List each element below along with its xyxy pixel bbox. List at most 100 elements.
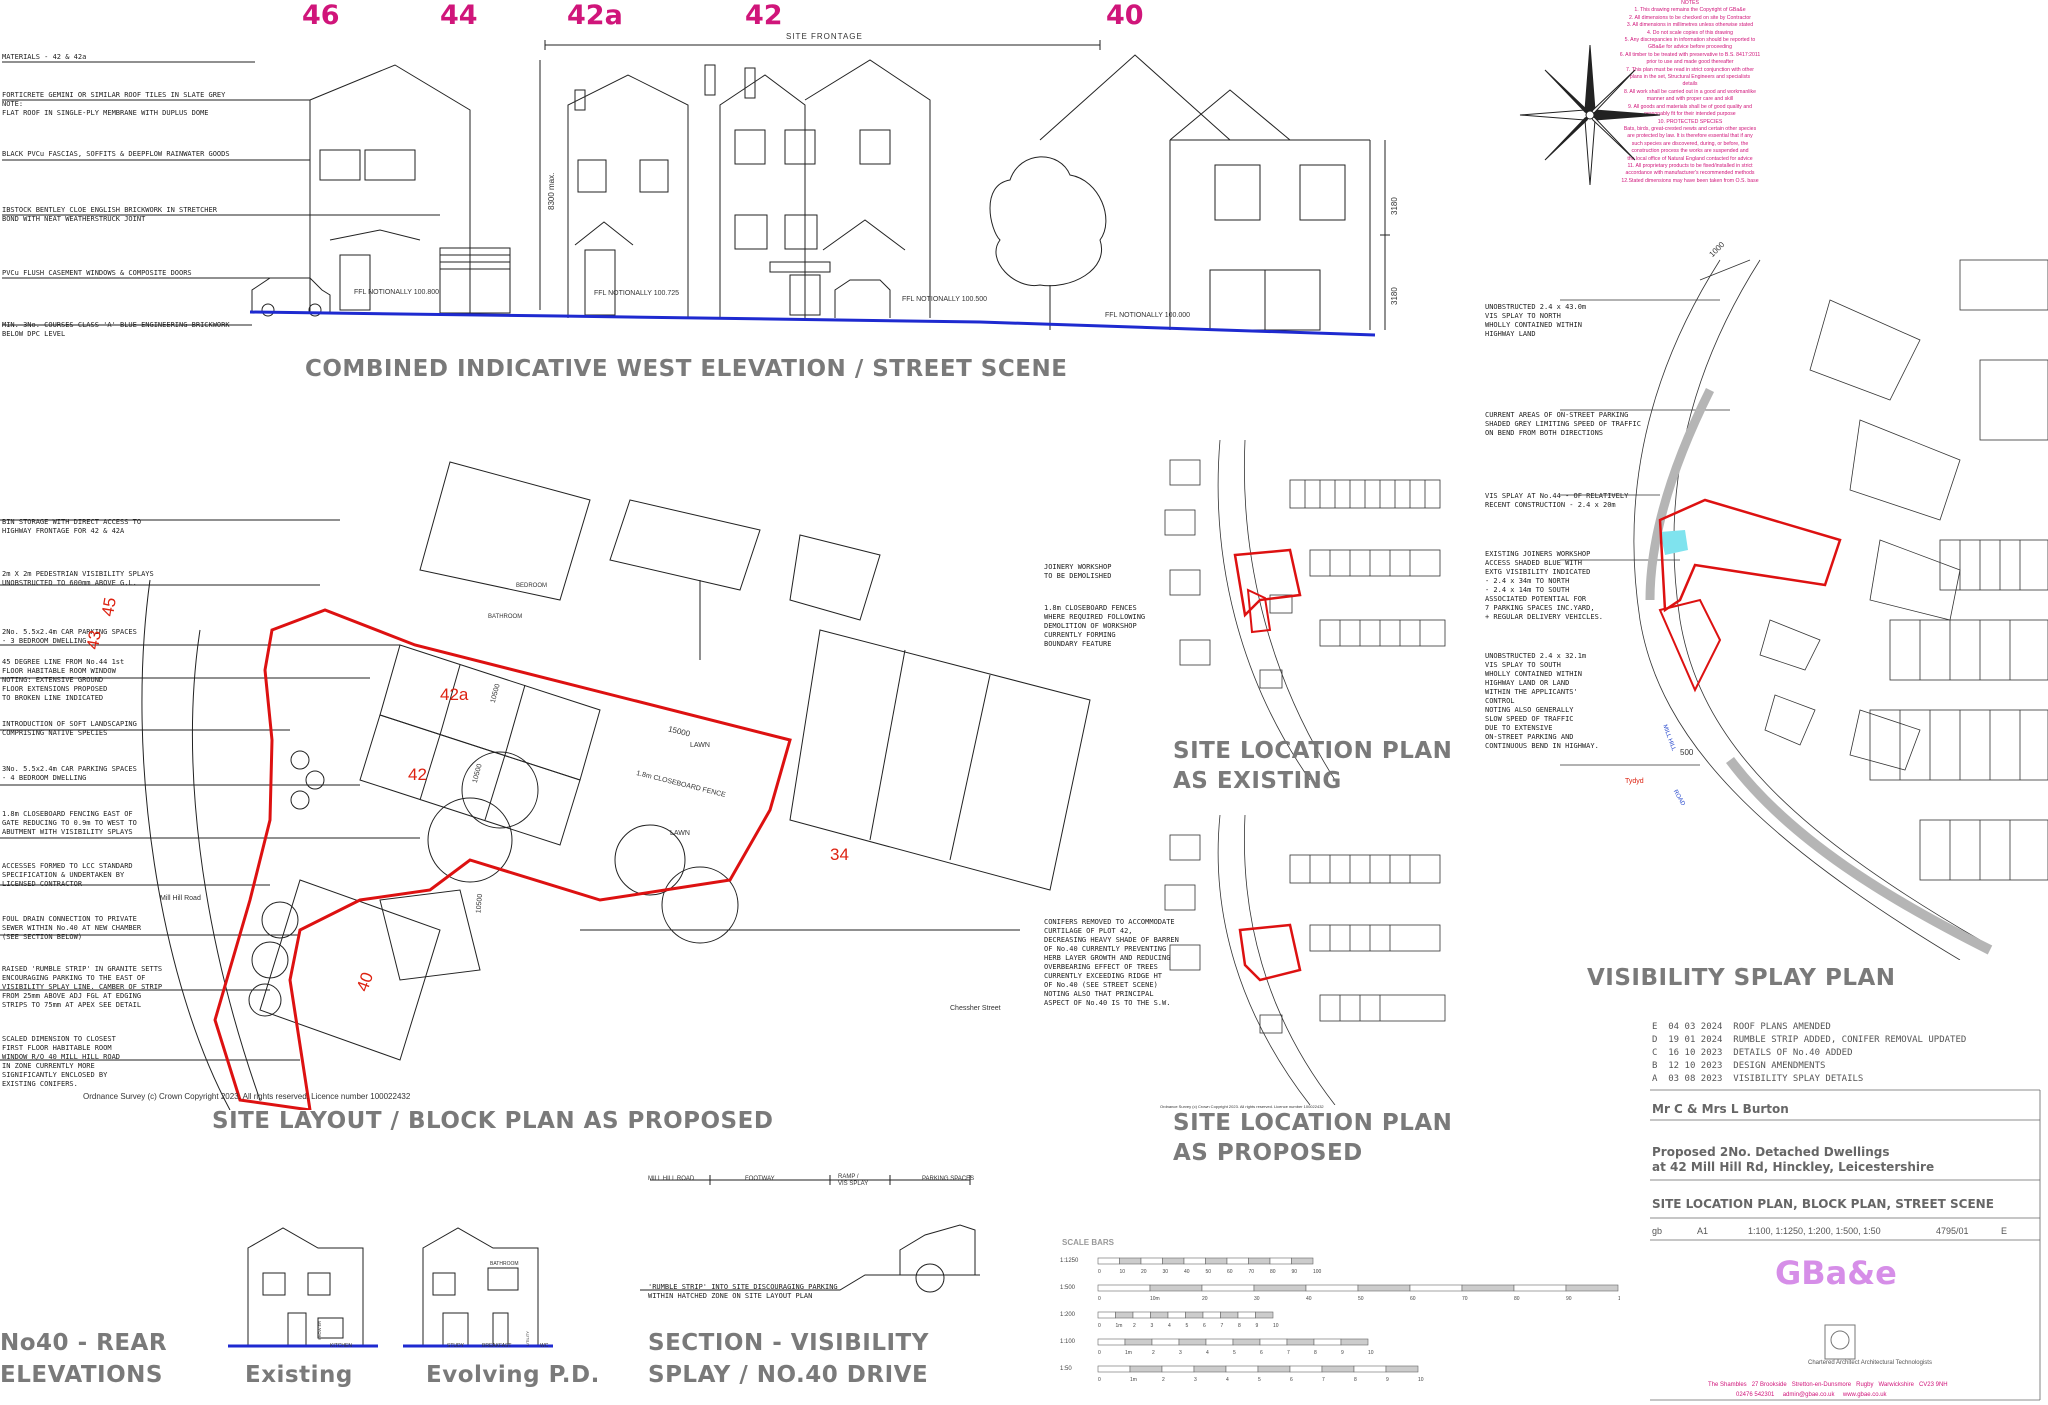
rear-existing-label: Existing bbox=[245, 1362, 353, 1388]
scale-bar-segment bbox=[1097, 1338, 1126, 1346]
location-existing-title-2: AS EXISTING bbox=[1173, 768, 1342, 794]
scale-bar-segment bbox=[1185, 1311, 1204, 1319]
dim-right-top: 3180 bbox=[1390, 197, 1399, 215]
visibility-plan-title: VISIBILITY SPLAY PLAN bbox=[1587, 965, 1896, 991]
proposed-note-conifers: CONIFERS REMOVED TO ACCOMMODATE CURTILAG… bbox=[1044, 918, 1179, 1007]
bathroom-label: BATHROOM bbox=[488, 614, 523, 620]
existing-note-joinery: JOINERY WORKSHOP TO BE DEMOLISHED bbox=[1044, 563, 1112, 580]
section-label-footway: FOOTWAY bbox=[745, 1176, 775, 1182]
block-note-bin-storage: BIN STORAGE WITH DIRECT ACCESS TO HIGHWA… bbox=[2, 518, 142, 535]
scale-bar-tick: 5 bbox=[1186, 1323, 1189, 1329]
mill-hill-road-label: Mill Hill Road bbox=[160, 895, 201, 902]
block-note-parking-4bed: 3No. 5.5x2.4m CAR PARKING SPACES - 4 BED… bbox=[2, 765, 137, 782]
scale-bar-segment bbox=[1167, 1311, 1186, 1319]
house-number-42a: 42a bbox=[567, 0, 623, 31]
scale-bar-segment bbox=[1461, 1284, 1515, 1292]
block-note-45-degree: 45 DEGREE LINE FROM No.44 1st FLOOR HABI… bbox=[2, 658, 125, 702]
block-note-landscaping: INTRODUCTION OF SOFT LANDSCAPING COMPRIS… bbox=[2, 720, 137, 737]
scale-bar-tick: 3 bbox=[1151, 1323, 1154, 1329]
street-elevation-drawing bbox=[2, 40, 1390, 337]
drawn-by: gb bbox=[1652, 1226, 1663, 1236]
location-existing-title-1: SITE LOCATION PLAN bbox=[1173, 738, 1453, 764]
scale-bar-segment bbox=[1353, 1365, 1387, 1373]
ffl-label-1: FFL NOTIONALLY 100.800 bbox=[354, 289, 440, 296]
rear-label-kitchen: KITCHEN bbox=[330, 1343, 352, 1349]
scale-bar-tick: 5 bbox=[1258, 1377, 1261, 1383]
vis-note-south: UNOBSTRUCTED 2.4 x 32.1m VIS SPLAY TO SO… bbox=[1485, 652, 1599, 750]
scale-bar-tick: 0 bbox=[1098, 1296, 1101, 1302]
revision-row: B 12 10 2023 DESIGN AMENDMENTS bbox=[1652, 1061, 1826, 1071]
scale-bar-segment bbox=[1289, 1365, 1323, 1373]
section-label-road: MILL HILL ROAD bbox=[648, 1176, 695, 1182]
scale-bar-segment bbox=[1183, 1257, 1206, 1265]
scale-bar-segment bbox=[1162, 1257, 1185, 1265]
vis-note-workshop: EXISTING JOINERS WORKSHOP ACCESS SHADED … bbox=[1485, 550, 1604, 621]
rear-label-study: STUDY bbox=[447, 1343, 464, 1349]
scale-bar-tick: 9 bbox=[1341, 1350, 1344, 1356]
scale-bar-tick: 90 bbox=[1292, 1269, 1298, 1275]
scale-bar-tick: 10 bbox=[1418, 1377, 1424, 1383]
block-plan-drawing bbox=[0, 461, 1091, 1110]
scale-bar-segment bbox=[1321, 1365, 1355, 1373]
block-note-accesses: ACCESSES FORMED TO LCC STANDARD SPECIFIC… bbox=[2, 862, 133, 888]
scale-bar-segment bbox=[1161, 1365, 1195, 1373]
ffl-label-3: FFL NOTIONALLY 100.500 bbox=[902, 296, 988, 303]
scale-bar-tick: 100 bbox=[1313, 1269, 1322, 1275]
rear-elevations-drawing bbox=[228, 1227, 553, 1348]
house-number-44: 44 bbox=[440, 0, 478, 31]
block-note-scaled-dimension: SCALED DIMENSION TO CLOSEST FIRST FLOOR … bbox=[2, 1035, 121, 1088]
scale-bar-segment bbox=[1226, 1257, 1249, 1265]
scale-bar-label: 1:200 bbox=[1060, 1312, 1076, 1318]
scale-bar-segment bbox=[1257, 1365, 1291, 1373]
block-note-rumble-strip: RAISED 'RUMBLE STRIP' IN GRANITE SETTS E… bbox=[2, 965, 163, 1009]
client-name: Mr C & Mrs L Burton bbox=[1652, 1102, 1789, 1116]
elev-note-brick: IBSTOCK BENTLEY CLOE ENGLISH BRICKWORK I… bbox=[2, 206, 217, 223]
rear-elevations-title-1: No40 - REAR bbox=[0, 1330, 168, 1356]
practice-name: Chartered Architect Architectural Techno… bbox=[1808, 1360, 1932, 1366]
scale-bar-tick: 40 bbox=[1306, 1296, 1312, 1302]
contact-line: 02476 542301 admin@gbae.co.uk www.gbae.c… bbox=[1736, 1392, 1887, 1398]
project-line-1: Proposed 2No. Detached Dwellings bbox=[1652, 1145, 1890, 1159]
rear-label-bathroom: BATHROOM bbox=[490, 1261, 519, 1267]
scale-bar-segment bbox=[1129, 1365, 1163, 1373]
scale-bar-segment bbox=[1357, 1284, 1411, 1292]
scale-bar-segment bbox=[1253, 1284, 1307, 1292]
scale-bar-tick: 4 bbox=[1206, 1350, 1209, 1356]
revision-row: E 04 03 2024 ROOF PLANS AMENDED bbox=[1652, 1022, 1831, 1032]
scale-bar-segment bbox=[1237, 1311, 1256, 1319]
vis-note-no44: VIS SPLAY AT No.44 - OF RELATIVELY RECEN… bbox=[1485, 492, 1629, 509]
project-line-2: at 42 Mill Hill Rd, Hinckley, Leicesters… bbox=[1652, 1160, 1935, 1174]
scale-bar-segment bbox=[1232, 1338, 1261, 1346]
elev-note-materials: MATERIALS - 42 & 42a bbox=[2, 53, 87, 61]
scale-bar-tick: 10m bbox=[1150, 1296, 1160, 1302]
vis-note-on-street: CURRENT AREAS OF ON-STREET PARKING SHADE… bbox=[1485, 411, 1641, 437]
scale-bar-tick: 7 bbox=[1287, 1350, 1290, 1356]
scale-bar-tick: 20 bbox=[1202, 1296, 1208, 1302]
scale-bar-tick: 6 bbox=[1290, 1377, 1293, 1383]
scale-bar-segment bbox=[1149, 1284, 1203, 1292]
bedroom-label: BEDROOM bbox=[516, 583, 548, 589]
house-number-40: 40 bbox=[1106, 0, 1144, 31]
scale-bar-segment bbox=[1097, 1365, 1131, 1373]
plot-34-label: 34 bbox=[830, 845, 849, 864]
ffl-label-4: FFL NOTIONALLY 100.000 bbox=[1105, 312, 1191, 319]
lawn-label-1: LAWN bbox=[690, 742, 710, 749]
scale-bar-segment bbox=[1286, 1338, 1315, 1346]
scale-bar-segment bbox=[1205, 1257, 1228, 1265]
location-existing-map bbox=[1164, 440, 1446, 780]
scale-bar-tick: 9 bbox=[1386, 1377, 1389, 1383]
scale-bar-tick: 3 bbox=[1194, 1377, 1197, 1383]
scale-bar-tick: 1m bbox=[1125, 1350, 1132, 1356]
scale-bar-tick: 2 bbox=[1152, 1350, 1155, 1356]
scale-bar-tick: 70 bbox=[1462, 1296, 1468, 1302]
section-note-rumble: 'RUMBLE STRIP' INTO SITE DISCOURAGING PA… bbox=[648, 1283, 838, 1300]
scale-bar-tick: 50 bbox=[1206, 1269, 1212, 1275]
elev-note-windows: PVCu FLUSH CASEMENT WINDOWS & COMPOSITE … bbox=[2, 269, 192, 277]
scale-bar-tick: 100 bbox=[1618, 1296, 1620, 1302]
scale-bar-segment bbox=[1225, 1365, 1259, 1373]
scale-bar-tick: 1m bbox=[1116, 1323, 1123, 1329]
rear-label-breakfast: BREAKFAST bbox=[482, 1343, 512, 1349]
site-frontage-label: SITE FRONTAGE bbox=[786, 32, 863, 41]
scale-bar-tick: 7 bbox=[1322, 1377, 1325, 1383]
